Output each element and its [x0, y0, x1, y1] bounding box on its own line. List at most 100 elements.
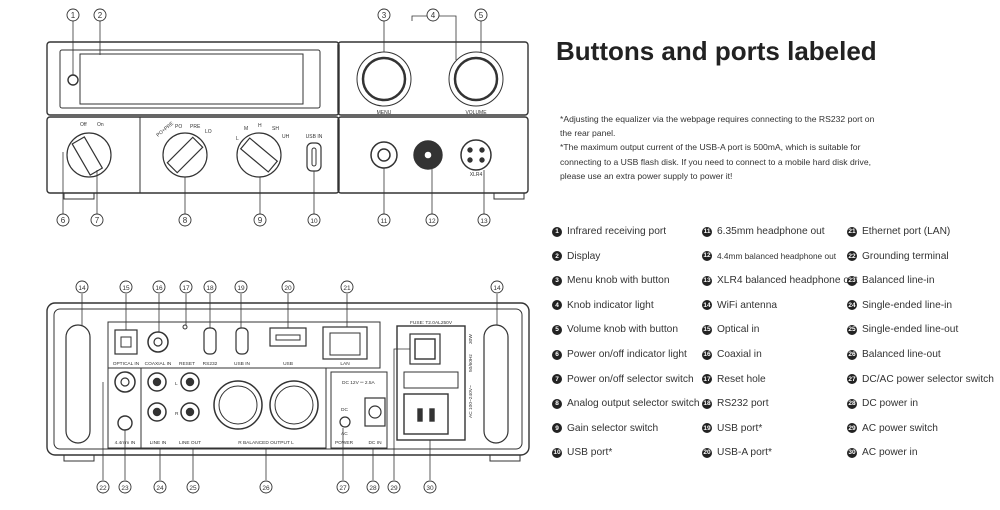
ir-receiver-icon [67, 74, 79, 86]
svg-text:8: 8 [183, 216, 188, 225]
vent-right [483, 324, 509, 444]
legend-label: Reset hole [717, 373, 766, 385]
legend-number: 8 [552, 398, 562, 409]
callout-28: 28 [366, 480, 380, 494]
svg-text:OPTICAL IN: OPTICAL IN [113, 361, 140, 367]
svg-text:H: H [258, 123, 262, 129]
svg-text:PO: PO [175, 124, 182, 130]
svg-text:9: 9 [258, 216, 263, 225]
legend-label: WiFi antenna [717, 299, 778, 311]
svg-text:12: 12 [428, 218, 436, 225]
legend-item: 2 Display [552, 251, 600, 262]
balanced-in-icon [114, 371, 136, 393]
legend-item: 26 Balanced line-out [847, 349, 941, 360]
legend-label: Optical in [717, 324, 760, 336]
legend-label: Coaxial in [717, 349, 762, 360]
svg-text:30: 30 [426, 485, 434, 492]
svg-text:29: 29 [390, 485, 398, 492]
svg-text:DC: DC [341, 407, 348, 413]
legend-label: Gain selector switch [567, 422, 659, 434]
svg-text:SH: SH [272, 126, 279, 132]
callout-5: 5 [474, 8, 488, 22]
svg-text:VOLUME: VOLUME [465, 110, 487, 116]
callout-7: 7 [90, 213, 104, 227]
ground-terminal-icon [117, 415, 133, 431]
legend-number: 26 [847, 349, 857, 360]
svg-text:LINE OUT: LINE OUT [179, 440, 201, 446]
legend-number: 24 [847, 300, 857, 311]
legend-label: Infrared receiving port [567, 226, 667, 237]
svg-text:27: 27 [339, 485, 347, 492]
svg-text:DC IN: DC IN [368, 440, 382, 446]
note-line: connecting to a USB flash disk. If you n… [560, 156, 871, 167]
legend-number: 18 [702, 398, 712, 409]
lan-icon [322, 326, 368, 360]
legend-label: Knob indicator light [567, 299, 654, 311]
legend-number: 22 [847, 251, 857, 262]
legend-label: Balanced line-out [862, 349, 941, 360]
svg-text:18: 18 [206, 285, 214, 292]
power-selector-icon [66, 132, 112, 178]
legend-number: 28 [847, 398, 857, 409]
legend-number: 11 [702, 226, 712, 237]
reset-hole-icon [182, 324, 188, 330]
svg-text:DC 12V ═ 2.5A: DC 12V ═ 2.5A [342, 380, 376, 386]
legend-label: USB port* [717, 422, 763, 434]
svg-text:30W: 30W [468, 334, 474, 344]
legend-item: 8 Analog output selector switch [552, 398, 700, 409]
callout-26: 26 [259, 480, 273, 494]
callout-13: 13 [477, 213, 491, 227]
legend-label: Ethernet port (LAN) [862, 226, 951, 237]
svg-text:11: 11 [381, 218, 388, 225]
xlr-out-r-icon [213, 380, 263, 430]
svg-text:28: 28 [369, 485, 377, 492]
svg-text:20: 20 [284, 285, 292, 292]
callout-14b: 14 [490, 280, 504, 294]
svg-text:FUSE: T2.0AL250V: FUSE: T2.0AL250V [410, 320, 453, 326]
page-title: Buttons and ports labeled [556, 36, 877, 66]
svg-text:2: 2 [98, 11, 103, 20]
callout-20: 20 [281, 280, 295, 294]
callout-30: 30 [423, 480, 437, 494]
device-diagram: MENU VOLUME Off On PO+PRE PO PRE LO L M … [46, 8, 530, 494]
menu-knob-icon [361, 56, 407, 102]
legend-label: Power on/off indicator light [567, 349, 687, 360]
legend-number: 25 [847, 324, 857, 335]
svg-text:PRE: PRE [190, 124, 201, 130]
svg-text:1: 1 [71, 11, 76, 20]
legend-item: 17 Reset hole [702, 374, 766, 385]
legend-label: Display [567, 250, 601, 262]
legend-label: 4.4mm balanced headphone out [717, 250, 837, 261]
svg-text:USB: USB [283, 361, 293, 367]
svg-text:RS232: RS232 [203, 361, 218, 367]
svg-text:24: 24 [156, 485, 164, 492]
jack-635-icon [370, 141, 398, 169]
callout-21: 21 [340, 280, 354, 294]
front-leaders [62, 15, 485, 214]
svg-text:5: 5 [479, 11, 484, 20]
svg-text:R: R [175, 411, 179, 417]
legend-label: Analog output selector switch [567, 398, 700, 410]
legend-number: 2 [552, 251, 562, 262]
svg-text:M: M [244, 126, 248, 132]
legend-label: XLR4 balanced headphone out [717, 275, 858, 287]
svg-text:USB IN: USB IN [306, 134, 323, 140]
svg-text:COAXIAL IN: COAXIAL IN [145, 361, 172, 367]
rs232-icon [203, 327, 217, 355]
callout-8: 8 [178, 213, 192, 227]
legend-label: Single-ended line-out [862, 324, 959, 336]
svg-text:LO: LO [205, 129, 212, 135]
callout-9: 9 [253, 213, 267, 227]
legend-number: 17 [702, 374, 712, 385]
